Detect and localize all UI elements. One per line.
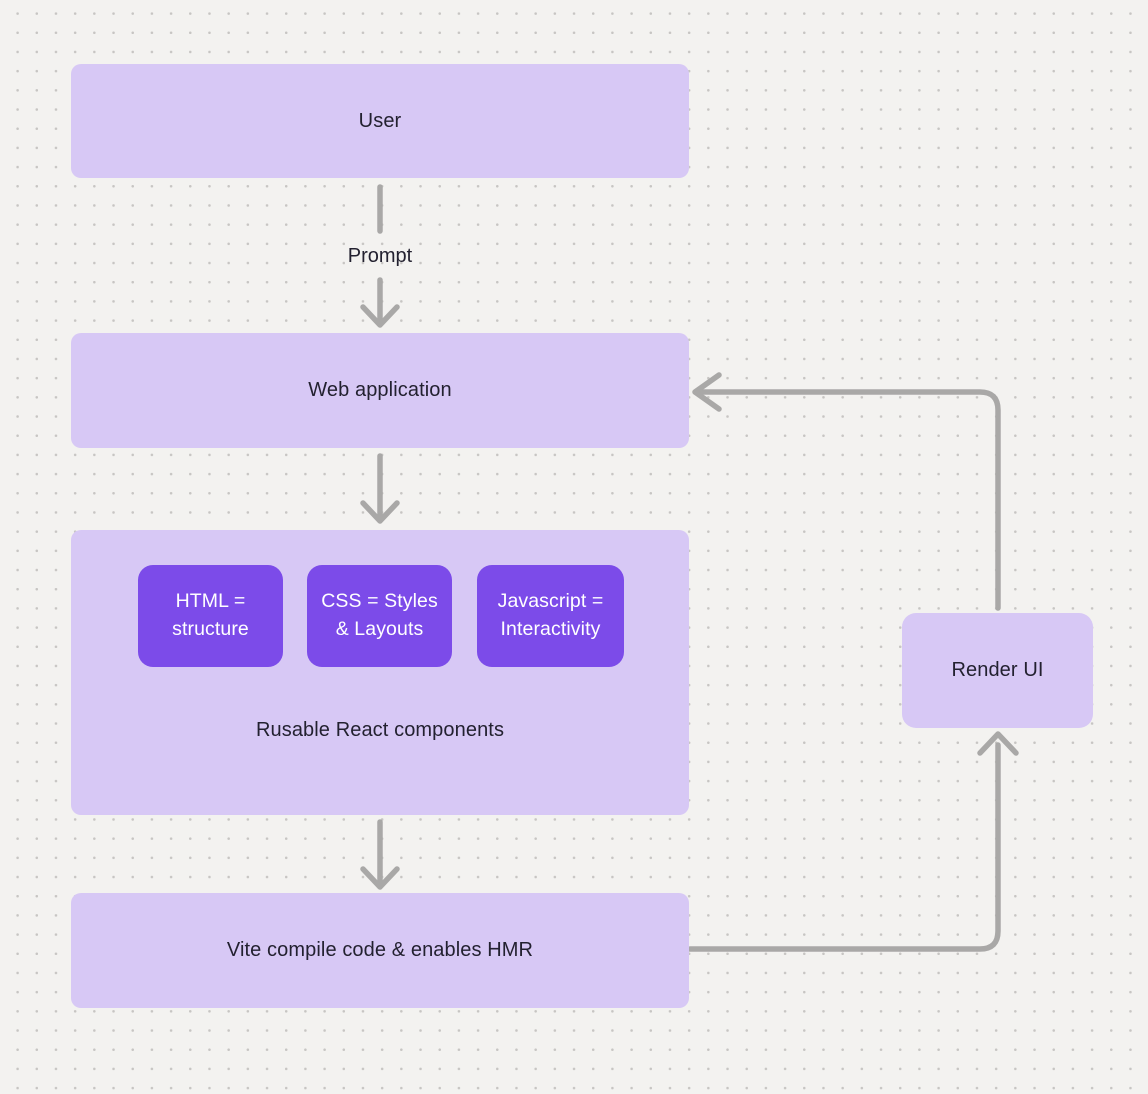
node-web-application[interactable]: Web application <box>71 333 689 448</box>
node-user-label: User <box>358 109 402 132</box>
node-html-structure[interactable]: HTML = structure <box>138 565 283 667</box>
node-render-ui-label: Render UI <box>951 659 1044 681</box>
edge-label-prompt: Prompt <box>347 245 413 267</box>
node-css-styles[interactable]: CSS = Styles & Layouts <box>307 565 452 667</box>
node-html-structure-label: HTML = structure <box>172 590 249 640</box>
node-javascript-interactivity-label: Javascript = Interactivity <box>497 590 604 640</box>
node-css-styles-label: CSS = Styles & Layouts <box>321 590 438 640</box>
connector-vite-to-render <box>687 742 1001 952</box>
node-javascript-interactivity[interactable]: Javascript = Interactivity <box>477 565 624 667</box>
connector-render-to-webapp <box>699 389 1001 611</box>
arrowhead-down-components-icon <box>360 500 400 524</box>
arrowhead-down-vite-icon <box>360 866 400 890</box>
node-components-group[interactable]: HTML = structure CSS = Styles & Layouts … <box>71 530 689 815</box>
arrowhead-up-render-icon <box>977 731 1019 756</box>
node-render-ui[interactable]: Render UI <box>902 613 1093 728</box>
node-vite-compile[interactable]: Vite compile code & enables HMR <box>71 893 689 1008</box>
node-web-application-label: Web application <box>308 379 452 401</box>
arrowhead-left-webapp-icon <box>692 372 722 412</box>
node-vite-compile-label: Vite compile code & enables HMR <box>226 939 534 961</box>
node-user[interactable]: User <box>71 64 689 178</box>
arrowhead-down-webapp-icon <box>360 304 400 328</box>
components-group-caption: Rusable React components <box>255 719 505 741</box>
